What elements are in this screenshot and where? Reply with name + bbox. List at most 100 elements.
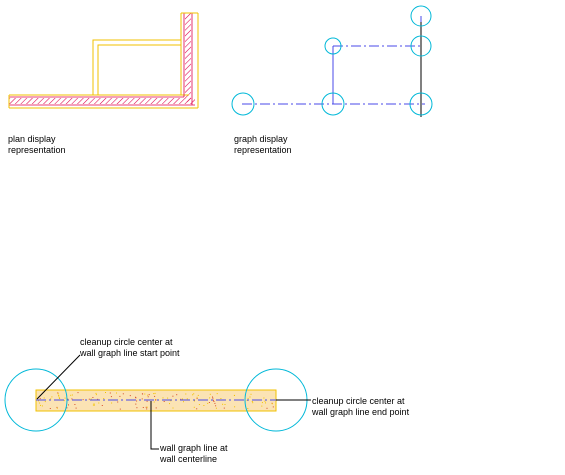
wall-speck	[58, 395, 60, 397]
wall-speck	[39, 398, 41, 400]
wall-speck	[249, 396, 251, 398]
wall-speck	[64, 397, 66, 399]
wall-speck	[198, 404, 200, 405]
wall-speck	[215, 407, 217, 409]
wall-speck	[251, 401, 253, 402]
wall-speck	[197, 394, 199, 396]
wall-speck	[117, 401, 119, 403]
wall-speck	[264, 400, 266, 402]
wall-speck	[185, 393, 187, 395]
cleanup-circle	[409, 92, 433, 116]
wall-speck	[38, 400, 39, 402]
wall-speck	[146, 406, 148, 408]
wall-speck	[261, 405, 263, 407]
wall-speck	[122, 393, 124, 395]
wall-speck	[58, 397, 60, 399]
wall-speck	[135, 403, 137, 405]
wall-speck	[163, 401, 165, 402]
wall-speck	[169, 403, 170, 405]
wall-speck	[272, 406, 274, 408]
wall-speck	[116, 392, 117, 394]
wall-speck	[196, 408, 198, 410]
graph-display-label: graph display representation	[234, 134, 292, 155]
wall-speck	[147, 396, 149, 398]
leader-centerline	[150, 401, 159, 450]
wall-speck	[261, 402, 263, 404]
cleanup-circle	[321, 92, 345, 116]
wall-speck	[103, 398, 105, 399]
wall-speck	[209, 393, 211, 395]
wall-speck	[247, 397, 249, 399]
wall-speck	[119, 408, 121, 410]
wall-speck	[186, 398, 188, 400]
plan-display-label: plan display representation	[8, 134, 66, 155]
wall-speck	[92, 397, 94, 398]
wall-speck	[71, 398, 73, 400]
wall-speck	[176, 394, 178, 396]
wall-speck	[56, 407, 58, 409]
wall-speck	[63, 400, 65, 402]
wall-speck	[162, 397, 164, 399]
wall-speck	[147, 394, 149, 396]
wall-speck	[90, 398, 92, 400]
wall-speck	[223, 407, 225, 409]
wall-speck	[265, 402, 266, 404]
wall-speck	[266, 407, 268, 409]
cleanup-circle-start	[4, 368, 68, 432]
wall-speck	[145, 406, 147, 408]
wall-speck	[57, 393, 59, 395]
wall-speck	[58, 394, 60, 396]
wall-speck	[97, 398, 99, 400]
wall-speck	[153, 393, 155, 395]
wall-speck	[194, 400, 195, 402]
wall-speck	[41, 405, 43, 407]
wall-speck	[196, 398, 198, 400]
wall-speck	[146, 400, 148, 402]
wall-speck	[141, 393, 143, 395]
wall-speck	[208, 402, 210, 403]
wall-speck	[136, 407, 138, 409]
wall-speck	[95, 394, 97, 396]
wall-speck	[252, 402, 254, 404]
wall-speck	[233, 395, 235, 396]
plan-partition-inner	[97, 44, 182, 96]
wall-speck	[105, 392, 106, 393]
wall-speck	[213, 401, 215, 402]
wall-detail	[4, 354, 311, 450]
wall-speck	[263, 397, 265, 399]
callout-centerline: wall graph line at wall centerline	[160, 443, 228, 464]
wall-speck	[209, 397, 211, 399]
wall-speck	[82, 399, 84, 401]
wall-speck	[71, 394, 73, 396]
wall-speck	[271, 403, 273, 405]
wall-speck	[214, 402, 216, 404]
wall-speck	[59, 398, 61, 399]
wall-speck	[43, 397, 45, 399]
wall-speck	[222, 403, 224, 405]
wall-speck	[74, 404, 76, 405]
wall-speck	[129, 395, 131, 397]
wall-speck	[220, 398, 222, 399]
wall-speck	[75, 407, 77, 409]
wall-speck	[172, 407, 174, 409]
leader-start	[36, 354, 81, 400]
wall-speck	[213, 399, 214, 401]
plan-display-representation	[8, 12, 199, 109]
wall-speck	[135, 397, 137, 399]
wall-specks	[38, 392, 274, 410]
wall-speck	[109, 392, 111, 394]
wall-speck	[148, 394, 150, 396]
wall-speck	[110, 396, 112, 398]
wall-speck	[88, 398, 90, 400]
wall-speck	[153, 401, 155, 403]
wall-speck	[77, 392, 79, 394]
wall-speck	[141, 398, 143, 400]
wall-speck	[98, 402, 100, 404]
wall-speck	[101, 405, 103, 406]
wall-speck	[170, 400, 172, 402]
wall-speck	[44, 401, 46, 403]
graph-display-representation	[231, 5, 433, 117]
wall-speck	[212, 396, 213, 398]
wall-speck	[212, 397, 214, 399]
